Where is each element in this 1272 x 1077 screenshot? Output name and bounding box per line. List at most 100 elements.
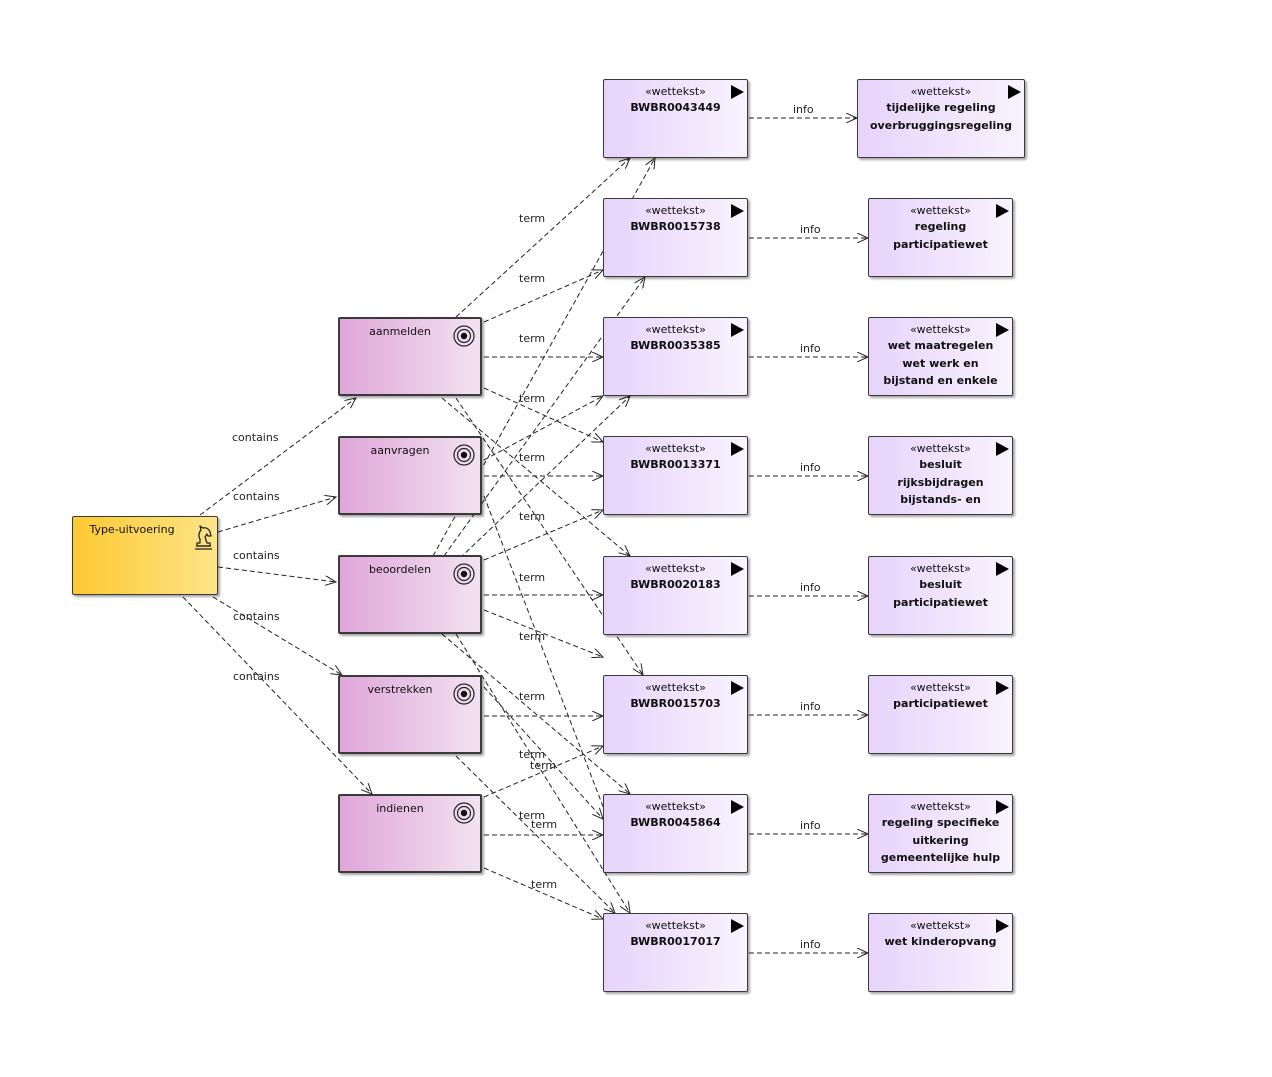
term-edge — [483, 867, 603, 919]
function-label: indienen — [376, 802, 424, 815]
law-code: BWBR0020183 — [630, 578, 721, 591]
law-node-bwbr0045864[interactable]: «wettekst» BWBR0045864 — [603, 794, 748, 873]
term-edge-label: term — [531, 818, 557, 831]
play-icon — [731, 562, 744, 576]
term-edge — [455, 158, 630, 318]
contains-edge-label: contains — [233, 610, 280, 623]
law-code: BWBR0015703 — [630, 697, 721, 710]
law-description-node[interactable]: «wettekst» wet kinderopvang — [868, 913, 1013, 992]
play-icon — [996, 681, 1009, 695]
term-edge — [441, 633, 630, 794]
term-edge — [483, 270, 603, 323]
law-description: wet kinderopvang — [884, 935, 997, 948]
function-indienen[interactable]: indienen — [338, 794, 482, 873]
stereotype-label: «wettekst» — [645, 85, 706, 98]
goal-icon — [453, 444, 475, 466]
term-edge — [483, 387, 603, 442]
stereotype-label: «wettekst» — [910, 204, 971, 217]
play-icon — [996, 204, 1009, 218]
info-edge-label: info — [800, 938, 821, 951]
info-edge-label: info — [800, 700, 821, 713]
law-description-node[interactable]: «wettekst» regeling specifieke uitkering… — [868, 794, 1013, 873]
law-node-bwbr0015738[interactable]: «wettekst» BWBR0015738 — [603, 198, 748, 277]
function-aanvragen[interactable]: aanvragen — [338, 436, 482, 515]
law-node-bwbr0013371[interactable]: «wettekst» BWBR0013371 — [603, 436, 748, 515]
law-description: regeling participatiewet — [893, 220, 988, 251]
play-icon — [996, 919, 1009, 933]
contains-edge-label: contains — [233, 490, 280, 503]
play-icon — [731, 323, 744, 337]
term-edge-label: term — [519, 392, 545, 405]
stereotype-label: «wettekst» — [910, 919, 971, 932]
law-node-bwbr0020183[interactable]: «wettekst» BWBR0020183 — [603, 556, 748, 635]
law-description-node[interactable]: «wettekst» wet maatregelen wet werk en b… — [868, 317, 1013, 396]
function-label: aanmelden — [369, 325, 431, 338]
goal-icon — [453, 683, 475, 705]
law-node-bwbr0015703[interactable]: «wettekst» BWBR0015703 — [603, 675, 748, 754]
term-edge-label: term — [519, 809, 545, 822]
law-code: BWBR0043449 — [630, 101, 721, 114]
stereotype-label: «wettekst» — [910, 323, 971, 336]
play-icon — [731, 800, 744, 814]
law-description-node[interactable]: «wettekst» regeling participatiewet — [868, 198, 1013, 277]
law-code: BWBR0013371 — [630, 458, 721, 471]
play-icon — [1008, 85, 1021, 99]
term-edge — [441, 397, 630, 556]
function-aanmelden[interactable]: aanmelden — [338, 317, 482, 396]
stereotype-label: «wettekst» — [645, 442, 706, 455]
function-beoordelen[interactable]: beoordelen — [338, 555, 482, 634]
law-description: besluit rijksbijdragen bijstands- en — [897, 458, 984, 506]
term-edge — [483, 686, 603, 819]
law-code: BWBR0015738 — [630, 220, 721, 233]
law-node-bwbr0043449[interactable]: «wettekst» BWBR0043449 — [603, 79, 748, 158]
term-edge-label: term — [531, 878, 557, 891]
term-edge — [459, 396, 630, 559]
term-edge — [455, 633, 630, 913]
law-node-bwbr0035385[interactable]: «wettekst» BWBR0035385 — [603, 317, 748, 396]
term-edge — [483, 396, 603, 461]
law-description: wet maatregelen wet werk en bijstand en … — [883, 339, 998, 387]
term-edge — [483, 510, 603, 561]
stereotype-label: «wettekst» — [645, 323, 706, 336]
law-description-node[interactable]: «wettekst» tijdelijke regeling overbrugg… — [857, 79, 1025, 158]
law-description-node[interactable]: «wettekst» participatiewet — [868, 675, 1013, 754]
play-icon — [731, 919, 744, 933]
term-edge — [483, 746, 603, 798]
play-icon — [731, 85, 744, 99]
term-edge-label: term — [519, 748, 545, 761]
play-icon — [996, 800, 1009, 814]
play-icon — [731, 204, 744, 218]
contains-edge-label: contains — [232, 431, 279, 444]
stereotype-label: «wettekst» — [645, 562, 706, 575]
contains-edge-label: contains — [233, 549, 280, 562]
function-verstrekken[interactable]: verstrekken — [338, 675, 482, 754]
goal-icon — [453, 563, 475, 585]
law-node-bwbr0017017[interactable]: «wettekst» BWBR0017017 — [603, 913, 748, 992]
stereotype-label: «wettekst» — [645, 204, 706, 217]
law-description-node[interactable]: «wettekst» besluit participatiewet — [868, 556, 1013, 635]
stereotype-label: «wettekst» — [910, 562, 971, 575]
contains-edge — [217, 566, 336, 582]
type-uitvoering-node[interactable]: Type-uitvoering — [72, 516, 218, 595]
info-edge-label: info — [800, 819, 821, 832]
function-label: beoordelen — [368, 563, 432, 576]
term-edge-label: term — [519, 571, 545, 584]
function-label: aanvragen — [370, 444, 430, 457]
knight-icon — [195, 525, 212, 550]
law-code: BWBR0017017 — [630, 935, 721, 948]
law-code: BWBR0045864 — [630, 816, 721, 829]
type-uitvoering-label: Type-uitvoering — [89, 523, 175, 536]
term-edge-label: term — [519, 272, 545, 285]
info-edge-label: info — [800, 342, 821, 355]
term-edge-label: term — [519, 510, 545, 523]
info-edge-label: info — [800, 461, 821, 474]
term-edge — [483, 495, 612, 830]
term-edge-label: term — [519, 690, 545, 703]
stereotype-label: «wettekst» — [645, 681, 706, 694]
play-icon — [731, 681, 744, 695]
law-description: besluit participatiewet — [893, 578, 988, 609]
term-edge — [483, 609, 603, 657]
contains-edge — [212, 596, 342, 675]
law-description-node[interactable]: «wettekst» besluit rijksbijdragen bijsta… — [868, 436, 1013, 515]
